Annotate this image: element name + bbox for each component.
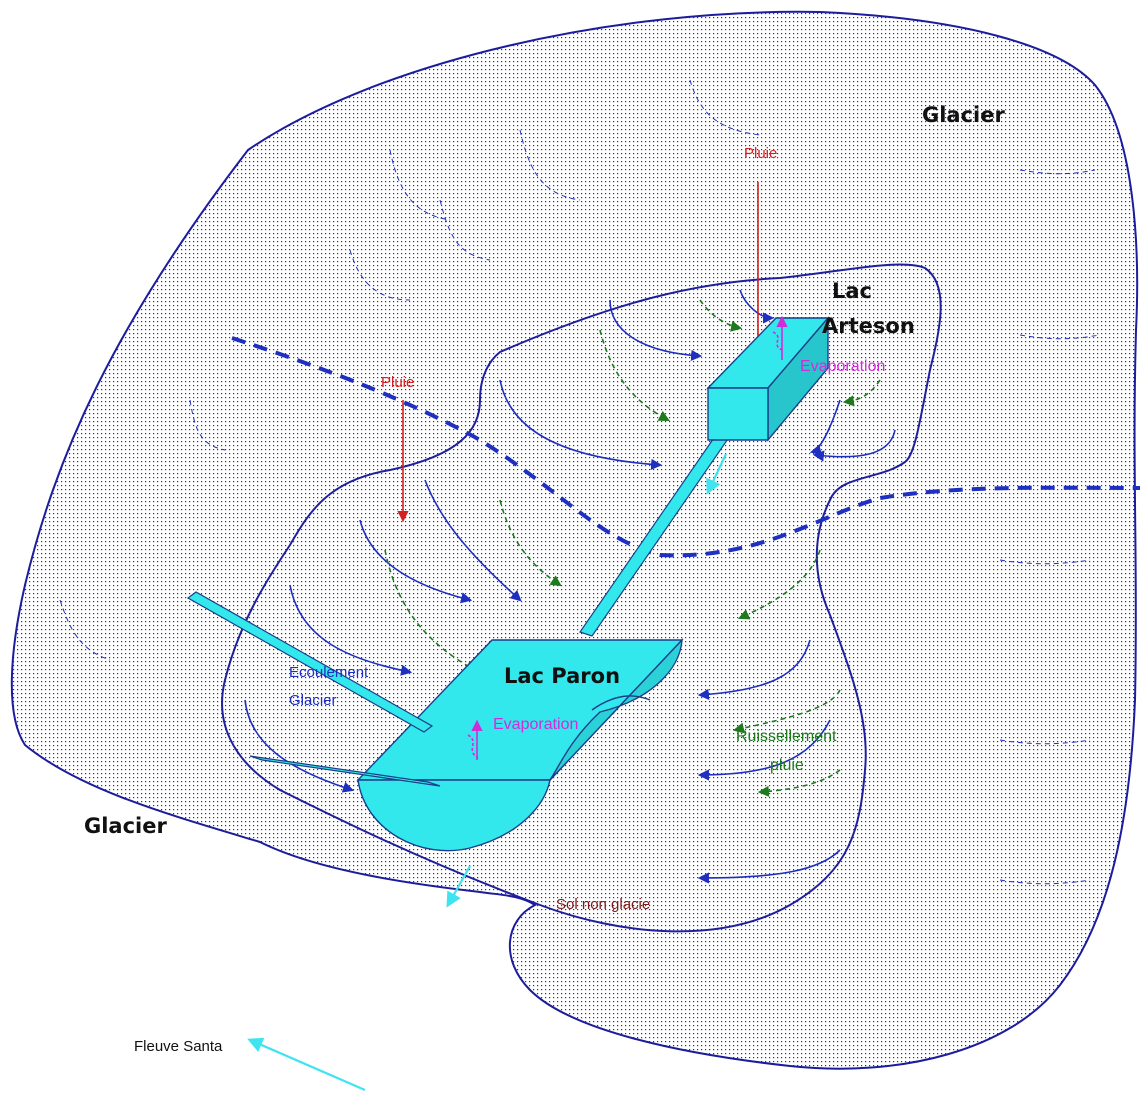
glacier-flow-label-line1: Ecoulement bbox=[289, 664, 369, 681]
lake-arteson-label-line2: Arteson bbox=[822, 314, 915, 338]
runoff-label-line1: Ruissellement bbox=[736, 728, 837, 745]
outlet-channel bbox=[249, 755, 441, 787]
river-santa bbox=[186, 591, 434, 733]
lake-arteson-box bbox=[706, 316, 830, 442]
glacier-label-top: Glacier bbox=[922, 103, 1005, 127]
lake-paron-label: Lac Paron bbox=[504, 664, 621, 688]
runoff-label-line2: pluie bbox=[770, 757, 804, 774]
outflow-arrows bbox=[247, 453, 727, 1092]
glacier-label-left: Glacier bbox=[84, 814, 167, 838]
glacier-contours bbox=[59, 79, 1101, 885]
rain-runoff-arrows bbox=[384, 299, 881, 797]
glacier-limit-line-left bbox=[231, 336, 1141, 558]
soil-label: Sol non glacie bbox=[556, 896, 651, 913]
rain-label-2: Pluie bbox=[381, 374, 415, 391]
evaporation-arrows bbox=[467, 315, 788, 760]
lake-paron-cylinder bbox=[356, 638, 684, 852]
lake-arteson-label-line1: Lac bbox=[832, 279, 873, 303]
evaporation-label-paron: Evaporation bbox=[493, 716, 579, 733]
glacier-flow-arrows bbox=[244, 289, 896, 884]
river-label: Fleuve Santa bbox=[134, 1038, 223, 1055]
glacier-flow-label-line2: Glacier bbox=[289, 692, 337, 709]
evaporation-label-arteson: Evaporation bbox=[800, 358, 886, 375]
rain-arrows bbox=[397, 182, 764, 523]
rain-label-1: Pluie bbox=[744, 145, 778, 162]
